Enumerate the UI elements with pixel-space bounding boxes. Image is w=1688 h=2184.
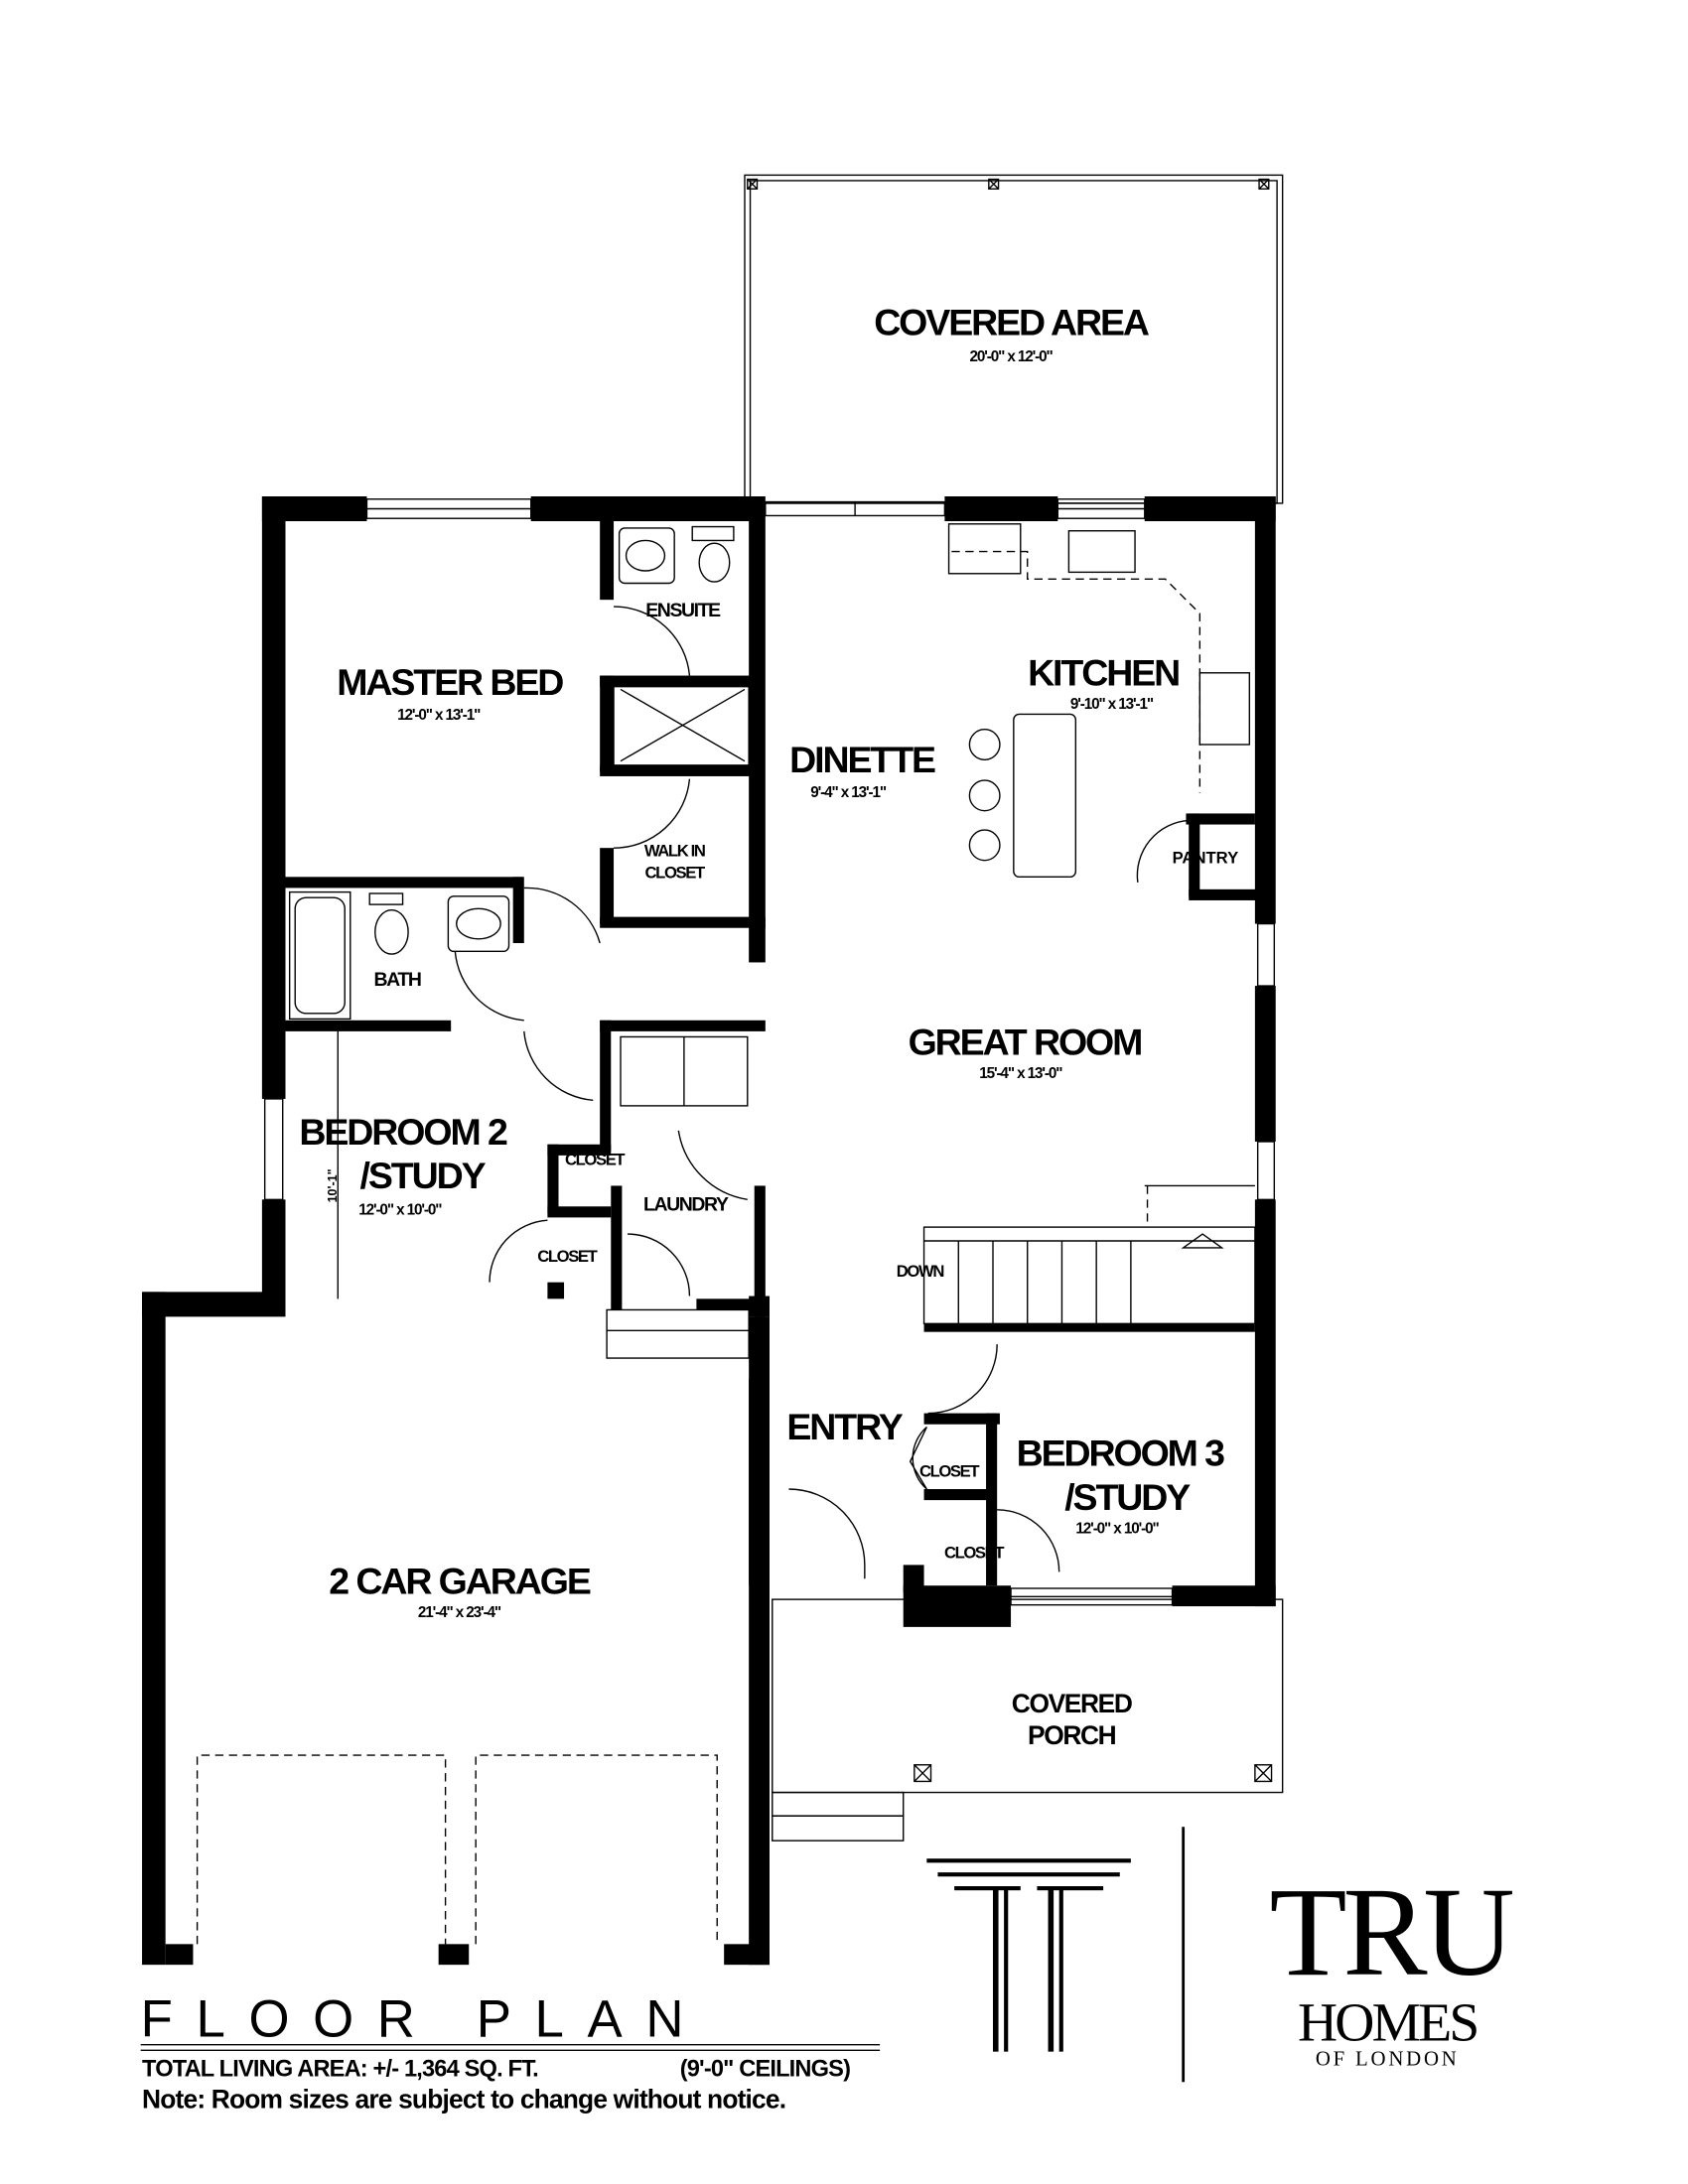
closet-entry-label: CLOSET — [919, 1462, 979, 1481]
bath-label: BATH — [374, 969, 421, 991]
exterior-walls — [142, 496, 1276, 1966]
dinette-label: DINETTE — [789, 739, 935, 780]
logo-of-london: OF LONDON — [1316, 2047, 1460, 2071]
ceiling-height: (9'-0" CEILINGS) — [680, 2057, 850, 2083]
closet-b3-label: CLOSET — [944, 1543, 1004, 1562]
stairs-down-label: DOWN — [897, 1262, 944, 1281]
logo-homes: HOMES — [1298, 1992, 1477, 2054]
bedroom2-label-2: /STUDY — [359, 1155, 486, 1196]
room-size-note: Note: Room sizes are subject to change w… — [142, 2085, 785, 2115]
total-living-area: TOTAL LIVING AREA: +/- 1,364 SQ. FT. — [142, 2057, 538, 2083]
bedroom3-label-1: BEDROOM 3 — [1017, 1432, 1225, 1473]
great-room-size: 15'-4" x 13'-0" — [979, 1065, 1062, 1082]
laundry-label: LAUNDRY — [643, 1193, 729, 1215]
closet-b2-lower-label: CLOSET — [537, 1247, 597, 1266]
covered-porch-label-1: COVERED — [1012, 1689, 1132, 1718]
interior-walls — [285, 521, 1258, 1593]
great-room-label: GREAT ROOM — [909, 1022, 1142, 1063]
dinette-size: 9'-4" x 13'-1" — [810, 784, 887, 801]
covered-porch-label-2: PORCH — [1028, 1720, 1116, 1750]
covered-area-label: COVERED AREA — [874, 302, 1150, 343]
kitchen-label: KITCHEN — [1028, 651, 1179, 693]
master-bed-label: MASTER BED — [337, 661, 563, 703]
entry-label: ENTRY — [786, 1406, 903, 1447]
walk-in-closet-label-1: WALK IN — [644, 841, 705, 860]
floor-plan-title: FLOOR PLAN — [141, 1989, 707, 2048]
ensuite-label: ENSUITE — [645, 600, 721, 621]
garage-size: 21'-4" x 23'-4" — [418, 1604, 501, 1621]
bedroom3-label-2: /STUDY — [1064, 1476, 1191, 1518]
covered-area-size: 20'-0" x 12'-0" — [969, 348, 1053, 365]
walk-in-closet-label-2: CLOSET — [645, 864, 705, 883]
closet-b2-upper-label: CLOSET — [565, 1151, 625, 1169]
garage-label: 2 CAR GARAGE — [329, 1561, 591, 1602]
tru-homes-logo: TRU HOMES OF LONDON — [926, 1827, 1517, 2083]
logo-tru: TRU — [1269, 1861, 1512, 2002]
logo-tt-mark — [926, 1858, 1131, 2052]
bedroom3-size: 12'-0" x 10'-0" — [1075, 1520, 1159, 1537]
pantry-label: PANTRY — [1173, 848, 1239, 867]
bedroom2-size: 12'-0" x 10'-0" — [358, 1202, 442, 1219]
bedroom2-ceiling-note: 10'-1" — [326, 1168, 340, 1202]
master-bed-size: 12'-0" x 13'-1" — [397, 707, 481, 724]
kitchen-size: 9'-10" x 13'-1" — [1070, 696, 1154, 713]
fixtures — [196, 523, 1284, 1945]
windows — [263, 498, 1276, 1606]
bedroom2-label-1: BEDROOM 2 — [299, 1111, 507, 1153]
